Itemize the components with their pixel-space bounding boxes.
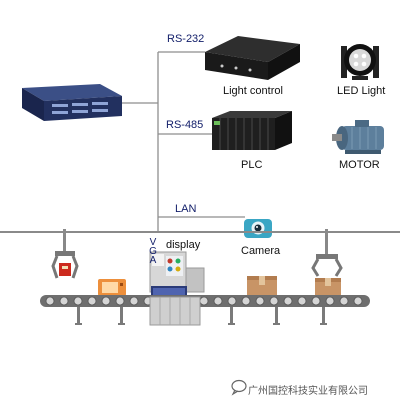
rs232-label: RS-232 — [167, 33, 205, 45]
plc-label: PLC — [241, 159, 263, 171]
touch-display-station-icon — [149, 251, 205, 298]
rail-hangers — [63, 229, 328, 237]
cardboard-box-icon-2 — [315, 278, 341, 296]
camera-label: Camera — [241, 245, 281, 257]
webcam-icon — [244, 219, 272, 238]
station-base — [149, 296, 201, 326]
industrial-pc-icon — [22, 84, 122, 121]
vga-label: VGA — [149, 237, 157, 266]
watermark-text: 广州国控科技实业有限公司 — [248, 386, 368, 397]
cardboard-box-icon — [247, 276, 277, 296]
connection-lines — [120, 51, 245, 232]
robot-gripper-icon — [51, 235, 79, 279]
lan-label: LAN — [175, 203, 197, 215]
light-control-label: Light control — [223, 85, 283, 97]
robot-gripper-icon-right — [311, 235, 343, 277]
overhead-rail — [0, 231, 400, 233]
plc-module-icon — [212, 111, 292, 150]
led-light-label: LED Light — [337, 85, 386, 97]
rs485-label: RS-485 — [166, 119, 204, 131]
light-controller-icon — [205, 36, 300, 80]
led-work-light-icon — [341, 44, 379, 80]
motor-label: MOTOR — [339, 159, 380, 171]
display-label: display — [166, 239, 201, 251]
conveyor-belt — [40, 295, 370, 325]
electric-motor-icon — [332, 120, 384, 154]
chat-bubble-icon — [231, 379, 247, 396]
